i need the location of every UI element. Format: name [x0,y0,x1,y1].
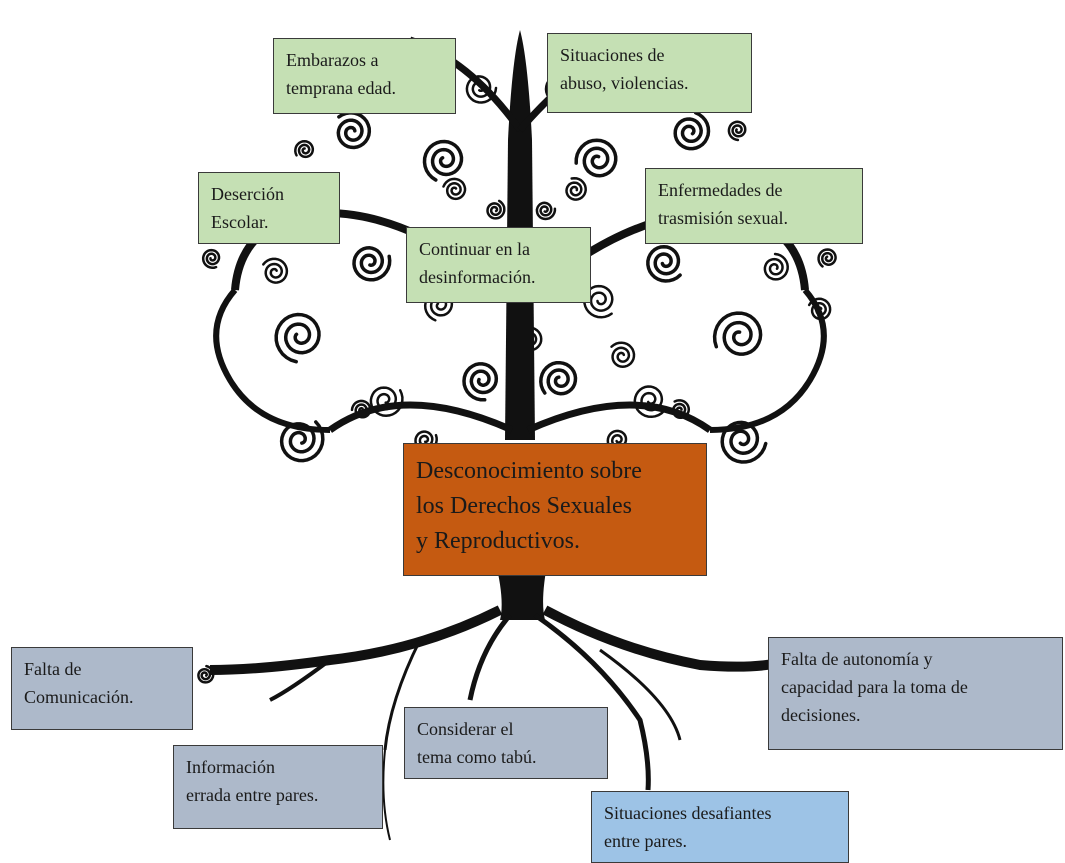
swirl-curl [486,199,506,220]
consequence-box-5: Continuar en la desinformación. [406,227,591,303]
swirl-curl [763,252,789,281]
swirl-curl [197,664,215,684]
swirl-curl [422,139,464,182]
consequence-box-3: Deserción Escolar. [198,172,340,244]
consequence-box-2: Situaciones de abuso, violencias. [547,33,752,113]
swirl-curl [274,312,321,364]
swirl-curl [294,139,315,159]
consequence-box-4: Enfermedades de trasmisión sexual. [645,168,863,244]
cause-box-5: Falta de autonomía y capacidad para la t… [768,637,1063,750]
swirl-curl [565,176,587,201]
swirl-curl [646,244,682,283]
cause-box-2: Información errada entre pares. [173,745,383,829]
swirl-curl [336,111,372,150]
swirl-curl [671,399,691,420]
swirl-curl [633,385,668,419]
central-problem-box: Desconocimiento sobre los Derechos Sexua… [403,443,707,576]
swirl-curl [610,341,636,368]
swirl-curl [720,420,768,464]
swirl-curl [727,120,747,142]
cause-box-3: Considerar el tema como tabú. [404,707,608,779]
swirl-curl [442,177,467,201]
swirl-curl [535,201,557,221]
swirl-curl [539,360,578,396]
cause-box-1: Falta de Comunicación. [11,647,193,730]
swirl-curl [262,257,289,284]
swirl-curl [279,420,325,463]
cause-box-4: Situaciones desafiantes entre pares. [591,791,849,863]
swirl-curl [574,138,618,178]
consequence-box-1: Embarazos a temprana edad. [273,38,456,114]
swirl-curl [712,311,763,356]
swirl-curl [201,248,221,270]
swirl-curl [817,248,837,268]
swirl-curl [462,362,499,402]
swirl-curl [673,111,711,151]
swirl-curl [352,246,392,282]
